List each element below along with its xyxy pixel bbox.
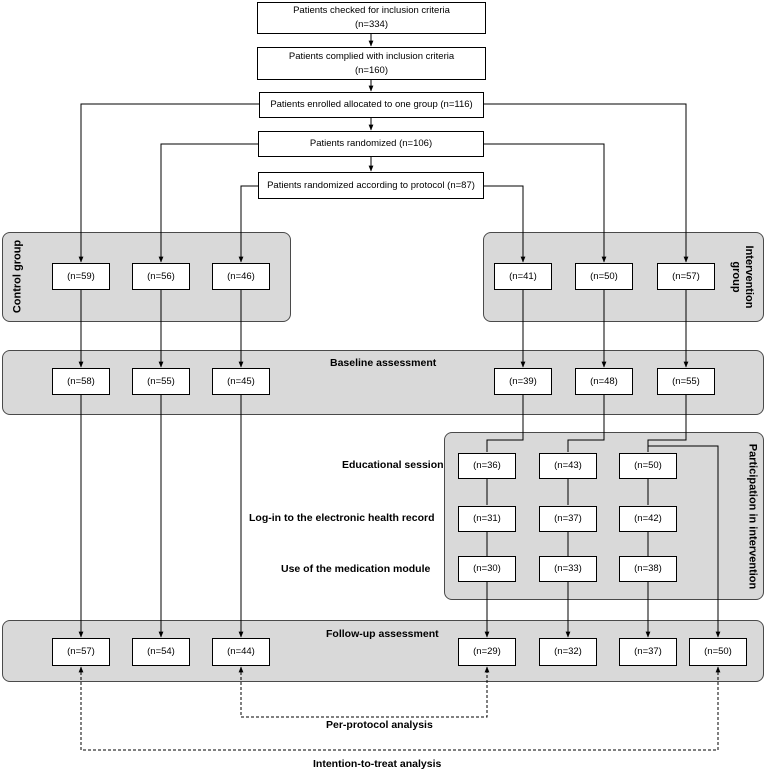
control-group-label: Control group (11, 239, 24, 314)
followup-label: Follow-up assessment (326, 628, 439, 640)
followup-count-1: (n=57) (52, 638, 110, 666)
randomized-box: Patients randomized (n=106) (258, 131, 484, 157)
checked-count: (n=334) (354, 19, 388, 30)
med-count-1: (n=30) (458, 556, 516, 582)
intervention-count-1: (n=41) (494, 263, 552, 290)
protocol-box: Patients randomized according to protoco… (258, 172, 484, 199)
intention-to-treat-label: Intention-to-treat analysis (313, 758, 442, 770)
ehr-count-1: (n=31) (458, 506, 516, 532)
edu-count-3: (n=50) (619, 453, 677, 479)
baseline-intervention-3: (n=55) (657, 368, 715, 395)
followup-count-5: (n=32) (539, 638, 597, 666)
edu-count-2: (n=43) (539, 453, 597, 479)
baseline-control-1: (n=58) (52, 368, 110, 395)
enrolled-box: Patients enrolled allocated to one group… (259, 92, 484, 118)
control-count-1: (n=59) (52, 263, 110, 290)
participation-label: Participation in intervention (746, 443, 759, 590)
randomized-text: Patients randomized (n=106) (309, 138, 433, 149)
ehr-count-2: (n=37) (539, 506, 597, 532)
per-protocol-label: Per-protocol analysis (326, 719, 433, 731)
baseline-label: Baseline assessment (330, 357, 437, 369)
baseline-intervention-1: (n=39) (494, 368, 552, 395)
control-count-3: (n=46) (212, 263, 270, 290)
enrolled-text: Patients enrolled allocated to one group… (270, 99, 473, 110)
complied-box: Patients complied with inclusion criteri… (257, 47, 486, 80)
complied-text: Patients complied with inclusion criteri… (288, 50, 455, 62)
baseline-control-3: (n=45) (212, 368, 270, 395)
checked-text: Patients checked for inclusion criteria (293, 5, 450, 16)
ehr-count-3: (n=42) (619, 506, 677, 532)
followup-count-7: (n=50) (689, 638, 747, 666)
baseline-intervention-2: (n=48) (575, 368, 633, 395)
control-count-2: (n=56) (132, 263, 190, 290)
baseline-panel (2, 350, 764, 415)
intervention-count-2: (n=50) (575, 263, 633, 290)
medication-module-label: Use of the medication module (281, 563, 431, 575)
med-count-3: (n=38) (619, 556, 677, 582)
followup-count-2: (n=54) (132, 638, 190, 666)
intervention-count-3: (n=57) (657, 263, 715, 290)
followup-count-6: (n=37) (619, 638, 677, 666)
baseline-control-2: (n=55) (132, 368, 190, 395)
edu-count-1: (n=36) (458, 453, 516, 479)
intervention-group-label: Intervention group (730, 245, 755, 309)
protocol-text: Patients randomized according to protoco… (267, 179, 475, 191)
complied-count: (n=160) (354, 64, 388, 76)
followup-count-3: (n=44) (212, 638, 270, 666)
followup-count-4: (n=29) (458, 638, 516, 666)
educational-session-label: Educational session (342, 459, 444, 471)
checked-box: Patients checked for inclusion criteria … (257, 2, 486, 34)
ehr-login-label: Log-in to the electronic health record (249, 512, 435, 524)
med-count-2: (n=33) (539, 556, 597, 582)
